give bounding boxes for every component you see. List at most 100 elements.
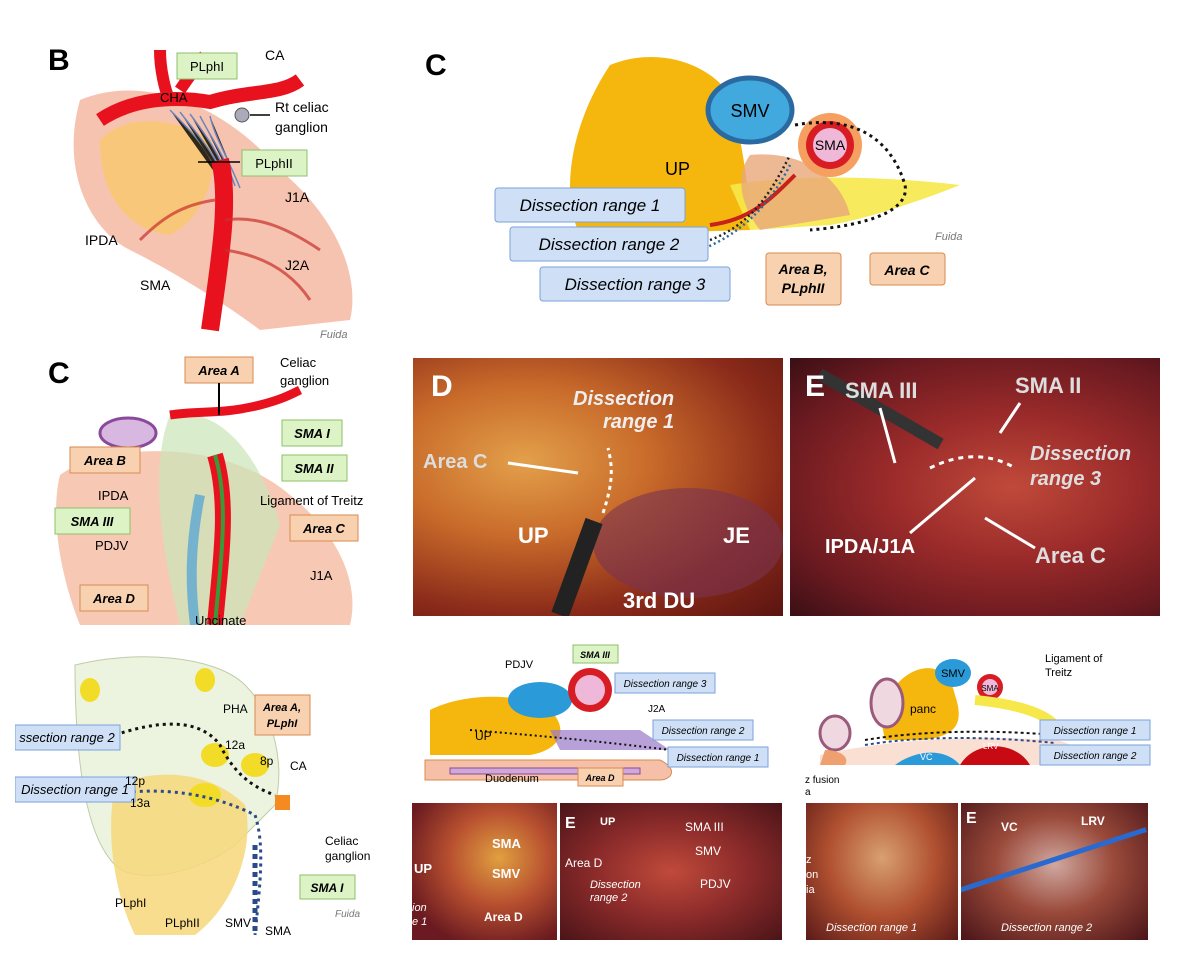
plphii-label: PLphII <box>165 916 200 930</box>
smv-vessel <box>705 75 795 145</box>
panel-letter: D <box>431 370 453 403</box>
dissection-path-1 <box>864 730 1056 741</box>
plphi-label: PLphI <box>115 896 146 910</box>
sma-lumen <box>813 128 847 162</box>
vc-label: VC <box>1001 820 1018 834</box>
vc-vessel <box>895 752 960 765</box>
rt-celiac-label: Rt celiac <box>275 99 329 115</box>
panel-e-photo: E SMA III SMA II Dissection range 3 IPDA… <box>790 358 1160 616</box>
sma-iii-arrow <box>878 407 897 464</box>
area-b-sub-label: PLphII <box>782 280 826 296</box>
panel-bottom-mid-diagram: PDJV SMA III Dissection range 3 UP J2A D… <box>424 644 769 787</box>
node-8p <box>241 753 269 777</box>
photo-annotations: E UP SMA III SMV Area D Dissection range… <box>565 815 731 904</box>
celiac-label: Celiac <box>280 355 317 370</box>
dr2-box <box>652 719 754 741</box>
sma-ii-label: SMA II <box>294 461 334 476</box>
sma-iii-label: SMA III <box>685 820 724 834</box>
aorta-vessel <box>960 746 1030 765</box>
signature: Fuida <box>320 329 348 340</box>
area-c-arrow <box>507 461 579 475</box>
area-d-label: Area D <box>484 910 523 924</box>
up-artery <box>709 173 797 227</box>
duodenum-label: Duodenum <box>485 773 539 785</box>
fragment-2: on <box>806 869 818 881</box>
sma-label: SMA <box>815 137 846 153</box>
photo-annotations: D Dissection range 1 Area C UP JE 3rd DU <box>423 370 750 613</box>
up-label: UP <box>665 159 690 179</box>
dissection-path <box>601 447 613 514</box>
ipda-label: IPDA <box>85 232 118 248</box>
up-label: UP <box>475 729 492 743</box>
dr2-box <box>15 724 121 751</box>
area-d-label: Area D <box>584 773 615 783</box>
panel-d-photo: D Dissection range 1 Area C UP JE 3rd DU <box>413 358 783 616</box>
plphii-box <box>241 149 308 177</box>
sma-ii-label: SMA II <box>1015 373 1081 398</box>
treitz-sub-label: Treitz <box>1045 667 1072 679</box>
panel-letter: C <box>425 49 447 82</box>
bottom-right-photo-right: E VC LRV Dissection range 2 <box>961 803 1148 940</box>
dr2-label: Dissection range 2 <box>662 726 745 737</box>
node-12p <box>189 783 221 807</box>
panel-c-left-diagram: C Area A Celiac ganglion Area B SMA I SM… <box>48 355 363 625</box>
dissection-label: Dissection <box>573 388 674 410</box>
panel-letter: E <box>966 810 977 827</box>
dr2-label: ssection range 2 <box>19 730 115 745</box>
dissection-label: Dissection <box>590 879 641 891</box>
area-b-box <box>69 446 141 474</box>
dr2-label: Dissection range 2 <box>1001 922 1092 934</box>
sma-iii-label: SMA III <box>71 514 114 529</box>
jejunal-branches <box>138 198 321 301</box>
dr1-box <box>667 746 769 768</box>
panel-bottom-left-diagram: ssection range 2 Dissection range 1 PHA … <box>15 656 370 938</box>
bottom-mid-photo-right: E UP SMA III SMV Area D Dissection range… <box>560 803 782 940</box>
pdjv-label: PDJV <box>95 538 129 553</box>
range2-label: range 2 <box>590 892 627 904</box>
bowel-cross-section-2 <box>818 714 852 752</box>
third-du-label: 3rd DU <box>623 588 695 613</box>
smv-label: SMV <box>225 916 251 930</box>
dr1-box <box>15 776 136 803</box>
signature: Fuida <box>935 231 963 243</box>
ca-label: CA <box>265 47 285 63</box>
panel-letter: B <box>48 44 70 77</box>
dr3-label: Dissection range 3 <box>624 679 707 690</box>
area-b-box <box>765 252 842 306</box>
area-a-label: Area A <box>197 363 239 378</box>
vc-label: VC <box>920 752 933 762</box>
up-label: UP <box>414 861 432 876</box>
sma-iii-box <box>54 507 131 535</box>
area-d-label: Area D <box>92 591 136 606</box>
range-fragment-2: e 1 <box>412 916 427 928</box>
ca-label: CA <box>290 759 307 773</box>
area-a-sub-label: PLphI <box>267 718 298 730</box>
node-12a-label: 12a <box>225 738 245 752</box>
dissection-path-2 <box>864 737 1056 746</box>
sma-label: SMA <box>492 836 522 851</box>
lrv-label: LRV <box>1081 814 1105 828</box>
sma-label: SMA <box>140 277 171 293</box>
sma-i-box <box>281 419 343 447</box>
area-c-box <box>869 252 946 286</box>
smv-vessel <box>508 682 572 718</box>
cha-artery <box>96 74 305 126</box>
plexus-region <box>550 730 670 750</box>
treitz-label: Ligament of <box>1045 653 1103 665</box>
up-label: UP <box>518 523 549 548</box>
dr1-label: Dissection range 1 <box>520 196 661 215</box>
dr1-box <box>494 187 686 223</box>
sma-artery <box>201 157 234 332</box>
dr1-label: Dissection range 1 <box>21 782 129 797</box>
smv-vessel <box>935 659 971 687</box>
photo-annotations: E SMA III SMA II Dissection range 3 IPDA… <box>805 370 1131 568</box>
fusion-label: z fusion <box>805 775 839 786</box>
dissection-path-2 <box>114 722 276 797</box>
area-c-arrow <box>984 516 1036 550</box>
area-a-box <box>254 694 311 736</box>
pancreas-head-shape <box>111 774 248 935</box>
rt-celiac-ganglion <box>234 107 250 123</box>
area-c-box <box>289 514 359 542</box>
ipda-j1a-label: IPDA/J1A <box>825 536 915 558</box>
photo-shading <box>593 488 783 598</box>
